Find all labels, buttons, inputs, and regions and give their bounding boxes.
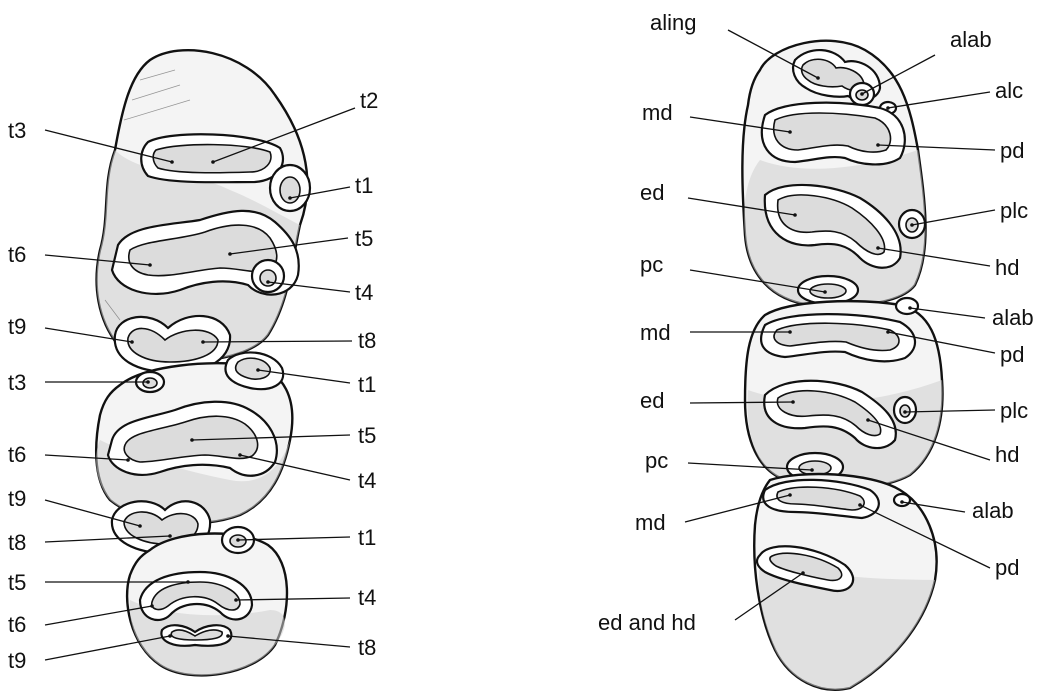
right-label-pd-upper: pd [1000, 138, 1024, 163]
right-label-ed-middle: ed [640, 388, 664, 413]
right-label-plc-middle: plc [1000, 398, 1028, 423]
left-molar-3 [127, 527, 287, 675]
left-label-t2: t2 [360, 88, 378, 113]
left-label-t8-upper: t8 [358, 328, 376, 353]
right-label-md-lower: md [635, 510, 666, 535]
right-label-alab-lower: alab [972, 498, 1014, 523]
right-label-plc-upper: plc [1000, 198, 1028, 223]
right-label-pc-middle: pc [645, 448, 668, 473]
right-label-hd-middle: hd [995, 442, 1019, 467]
left-label-t5-lower: t5 [8, 570, 26, 595]
left-label-t8-middle: t8 [8, 530, 26, 555]
left-label-t5-middle: t5 [358, 423, 376, 448]
right-label-alc: alc [995, 78, 1023, 103]
left-label-t4-upper: t4 [355, 280, 373, 305]
left-label-t8-lower: t8 [358, 635, 376, 660]
right-label-aling: aling [650, 10, 696, 35]
left-label-t1-lower: t1 [358, 525, 376, 550]
left-label-t6-upper: t6 [8, 242, 26, 267]
right-label-alab-upper: alab [950, 27, 992, 52]
right-molar-3 [754, 474, 936, 690]
right-tooth-row [742, 41, 942, 690]
right-label-hd-upper: hd [995, 255, 1019, 280]
right-label-pd-lower: pd [995, 555, 1019, 580]
left-label-t5-upper: t5 [355, 226, 373, 251]
left-label-t1-upper: t1 [355, 173, 373, 198]
left-molar-1 [97, 50, 310, 372]
left-label-t4-lower: t4 [358, 585, 376, 610]
right-label-alab-middle: alab [992, 305, 1034, 330]
left-label-t9-lower: t9 [8, 648, 26, 673]
right-label-ed-and-hd: ed and hd [598, 610, 696, 635]
right-label-md-middle: md [640, 320, 671, 345]
right-label-pd-middle: pd [1000, 342, 1024, 367]
left-label-t9-upper: t9 [8, 314, 26, 339]
right-molar-1 [742, 41, 925, 306]
left-label-t6-lower: t6 [8, 612, 26, 637]
left-label-t4-middle: t4 [358, 468, 376, 493]
right-label-md-upper: md [642, 100, 673, 125]
left-label-t9-middle: t9 [8, 486, 26, 511]
left-label-t3-middle: t3 [8, 370, 26, 395]
left-label-t3-upper: t3 [8, 118, 26, 143]
right-label-pc-upper: pc [640, 252, 663, 277]
right-label-ed-upper: ed [640, 180, 664, 205]
left-label-t1-middle: t1 [358, 372, 376, 397]
left-label-t6-middle: t6 [8, 442, 26, 467]
right-molar-2 [745, 298, 943, 488]
